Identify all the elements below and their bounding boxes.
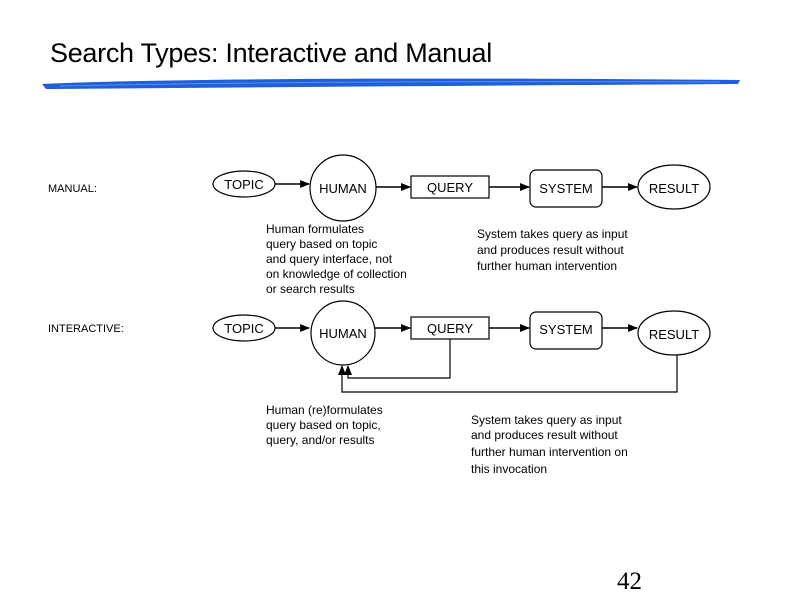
manual-human-note-line: query based on topic <box>266 237 377 251</box>
slide-title: Search Types: Interactive and Manual <box>50 38 492 68</box>
interactive-system-note-line: this invocation <box>471 462 547 476</box>
manual-human-note-line: or search results <box>266 282 355 296</box>
interactive-human-note-line: query, and/or results <box>266 433 375 447</box>
interactive-human-note-line: Human (re)formulates <box>266 403 383 417</box>
manual-system-note-line: System takes query as input <box>477 227 628 241</box>
interactive-system-node <box>529 311 603 350</box>
manual-topic-label: TOPIC <box>224 177 264 192</box>
title-underline-brush <box>42 78 740 89</box>
manual-human-note-line: and query interface, not <box>266 252 393 266</box>
interactive-human-label: HUMAN <box>319 326 367 341</box>
manual-query-label: QUERY <box>427 180 473 195</box>
interactive-system-note-line: and produces result without <box>471 428 618 442</box>
manual-system-note-line: and produces result without <box>477 243 624 257</box>
manual-result-node <box>637 164 711 210</box>
manual-human-label: HUMAN <box>319 181 367 196</box>
interactive-human-note-line: query based on topic, <box>266 418 381 432</box>
manual-system-note-line: further human intervention <box>477 259 617 273</box>
page-number: 42 <box>617 568 642 595</box>
interactive-row-label: INTERACTIVE: <box>48 323 124 335</box>
manual-human-note-line: on knowledge of collection <box>266 267 407 281</box>
manual-human-node <box>309 154 377 222</box>
interactive-result-label: RESULT <box>649 327 699 342</box>
interactive-system-note-line: System takes query as input <box>471 413 622 427</box>
manual-system-node <box>529 169 603 208</box>
manual-human-note-line: Human formulates <box>266 222 364 236</box>
interactive-system-note-line: further human intervention on <box>471 445 628 459</box>
manual-result-label: RESULT <box>649 181 699 196</box>
interactive-system-label: SYSTEM <box>539 322 592 337</box>
manual-human-note: Human formulates query based on topic an… <box>266 222 407 296</box>
manual-row-label: MANUAL: <box>48 183 97 195</box>
interactive-query-label: QUERY <box>427 321 473 336</box>
interactive-human-note: Human (re)formulates query based on topi… <box>266 403 383 447</box>
interactive-topic-label: TOPIC <box>224 321 264 336</box>
interactive-system-note: System takes query as input and produces… <box>471 413 628 476</box>
manual-system-label: SYSTEM <box>539 181 592 196</box>
manual-system-note: System takes query as input and produces… <box>477 227 628 273</box>
feedback-arrow-query-human <box>344 339 451 379</box>
interactive-result-node <box>637 310 711 356</box>
feedback-arrow-result-human <box>338 355 678 393</box>
